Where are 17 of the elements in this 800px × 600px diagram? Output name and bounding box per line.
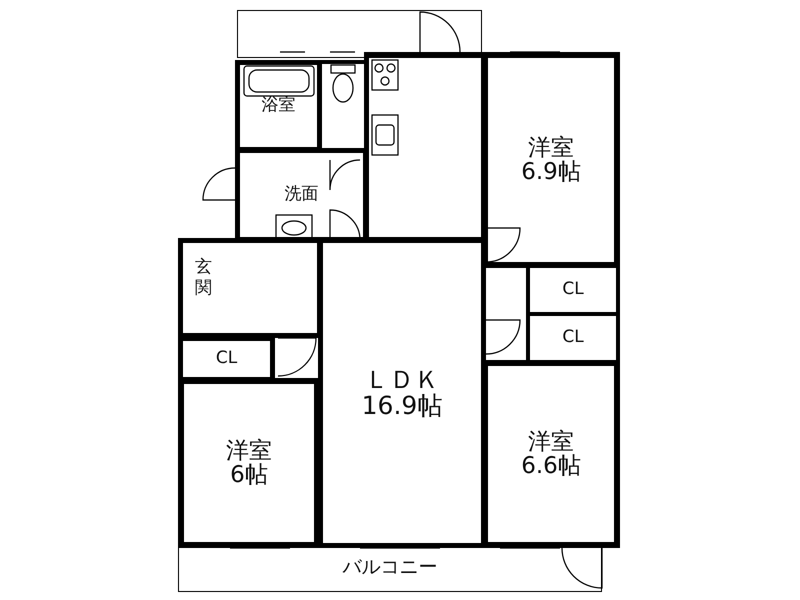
room-name: 洋室 xyxy=(528,136,574,160)
room-name: 玄関 xyxy=(195,257,213,300)
room-size: 6.9帖 xyxy=(521,160,581,184)
room-outline xyxy=(178,378,320,548)
room-name: ＬＤＫ xyxy=(364,366,440,393)
room-size: 16.9帖 xyxy=(362,393,442,420)
room-name: バルコニー xyxy=(342,558,438,578)
room-name: 洗面 xyxy=(284,186,318,204)
room-size: 6.6帖 xyxy=(521,454,581,478)
room-name: CL xyxy=(216,350,238,368)
room-size: 6帖 xyxy=(230,463,268,488)
room-name: 洋室 xyxy=(226,438,272,463)
room-name: 浴室 xyxy=(262,97,296,115)
room-outline xyxy=(237,10,482,58)
room-name: CL xyxy=(562,329,584,347)
room-name: 洋室 xyxy=(528,430,574,454)
room-name: CL xyxy=(562,281,584,299)
